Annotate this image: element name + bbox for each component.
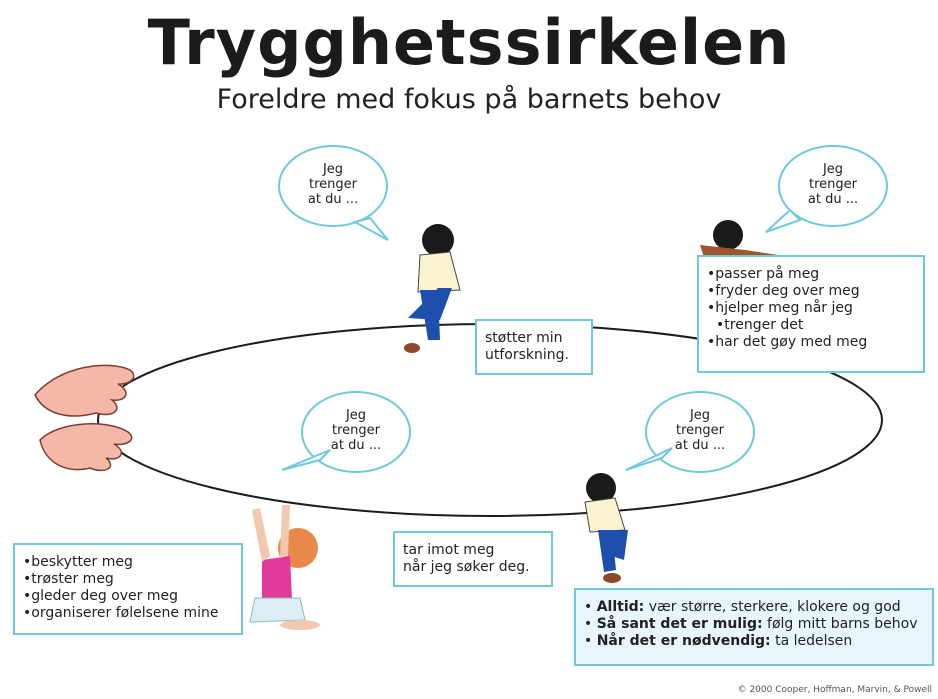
principle-label: Alltid: [596, 599, 645, 615]
child-walking-away-icon [584, 473, 628, 583]
center-bottom-line: tar imot meg [403, 542, 495, 558]
principle-text: ta ledelsen [770, 633, 853, 649]
bubble-line: Jeg [322, 162, 344, 177]
bubble-line: Jeg [345, 408, 367, 423]
bottom-right-principles-box: • Alltid: vær større, sterkere, klokere … [574, 588, 934, 666]
list-item: gleder deg over meg [23, 588, 233, 605]
child-reaching-icon [249, 505, 320, 630]
page-title: Trygghetssirkelen [147, 6, 791, 79]
bubble-line: at du ... [330, 438, 382, 453]
principle-text: følg mitt barns behov [762, 616, 918, 632]
list-item: beskytter meg [23, 554, 233, 571]
list-item: organiserer følelsene mine [23, 605, 233, 622]
list-item: har det gøy med meg [707, 334, 915, 351]
child-walking-icon [404, 224, 461, 353]
principle-row: • Så sant det er mulig: følg mitt barns … [584, 616, 918, 632]
center-top-line: støtter min [485, 330, 563, 346]
copyright-text: © 2000 Cooper, Hoffman, Marvin, & Powell [737, 685, 932, 695]
bubble-line: trenger [309, 177, 357, 192]
top-right-needs-box: passer på meg fryder deg over meg hjelpe… [697, 255, 925, 373]
needs-list-top: passer på meg fryder deg over meg hjelpe… [707, 266, 915, 351]
bubble-line: trenger [809, 177, 857, 192]
needs-list-bottom: beskytter meg trøster meg gleder deg ove… [23, 554, 233, 622]
speech-bubble-top-left: Jeg trenger at du ... [296, 162, 370, 207]
center-bottom-box: tar imot meg når jeg søker deg. [393, 531, 553, 587]
bubble-line: trenger [332, 423, 380, 438]
principle-text: vær større, sterkere, klokere og god [644, 599, 901, 615]
center-top-line: utforskning. [485, 347, 569, 363]
center-bottom-line: når jeg søker deg. [403, 559, 530, 575]
speech-bubbles [278, 145, 888, 473]
speech-bubble-bottom-left: Jeg trenger at du ... [319, 408, 393, 453]
speech-bubble-top-right: Jeg trenger at du ... [796, 162, 870, 207]
center-top-box: støtter min utforskning. [475, 319, 593, 375]
hands-icon [34, 364, 135, 472]
principle-row: • Når det er nødvendig: ta ledelsen [584, 633, 853, 649]
bottom-left-needs-box: beskytter meg trøster meg gleder deg ove… [13, 543, 243, 635]
list-item: trenger det [707, 317, 915, 334]
page-subtitle: Foreldre med fokus på barnets behov [216, 84, 722, 115]
bubble-line: Jeg [689, 408, 711, 423]
principle-row: • Alltid: vær større, sterkere, klokere … [584, 599, 901, 615]
list-item: passer på meg [707, 266, 915, 283]
principle-label: Så sant det er mulig: [596, 616, 763, 632]
speech-bubble-bottom-right: Jeg trenger at du ... [663, 408, 737, 453]
bubble-line: at du ... [674, 438, 726, 453]
bubble-line: trenger [676, 423, 724, 438]
list-item: fryder deg over meg [707, 283, 915, 300]
list-item: hjelper meg når jeg [707, 300, 915, 317]
list-item: trøster meg [23, 571, 233, 588]
bubble-line: at du ... [307, 192, 359, 207]
bubble-line: Jeg [822, 162, 844, 177]
principle-label: Når det er nødvendig: [596, 633, 771, 649]
bubble-line: at du ... [807, 192, 859, 207]
